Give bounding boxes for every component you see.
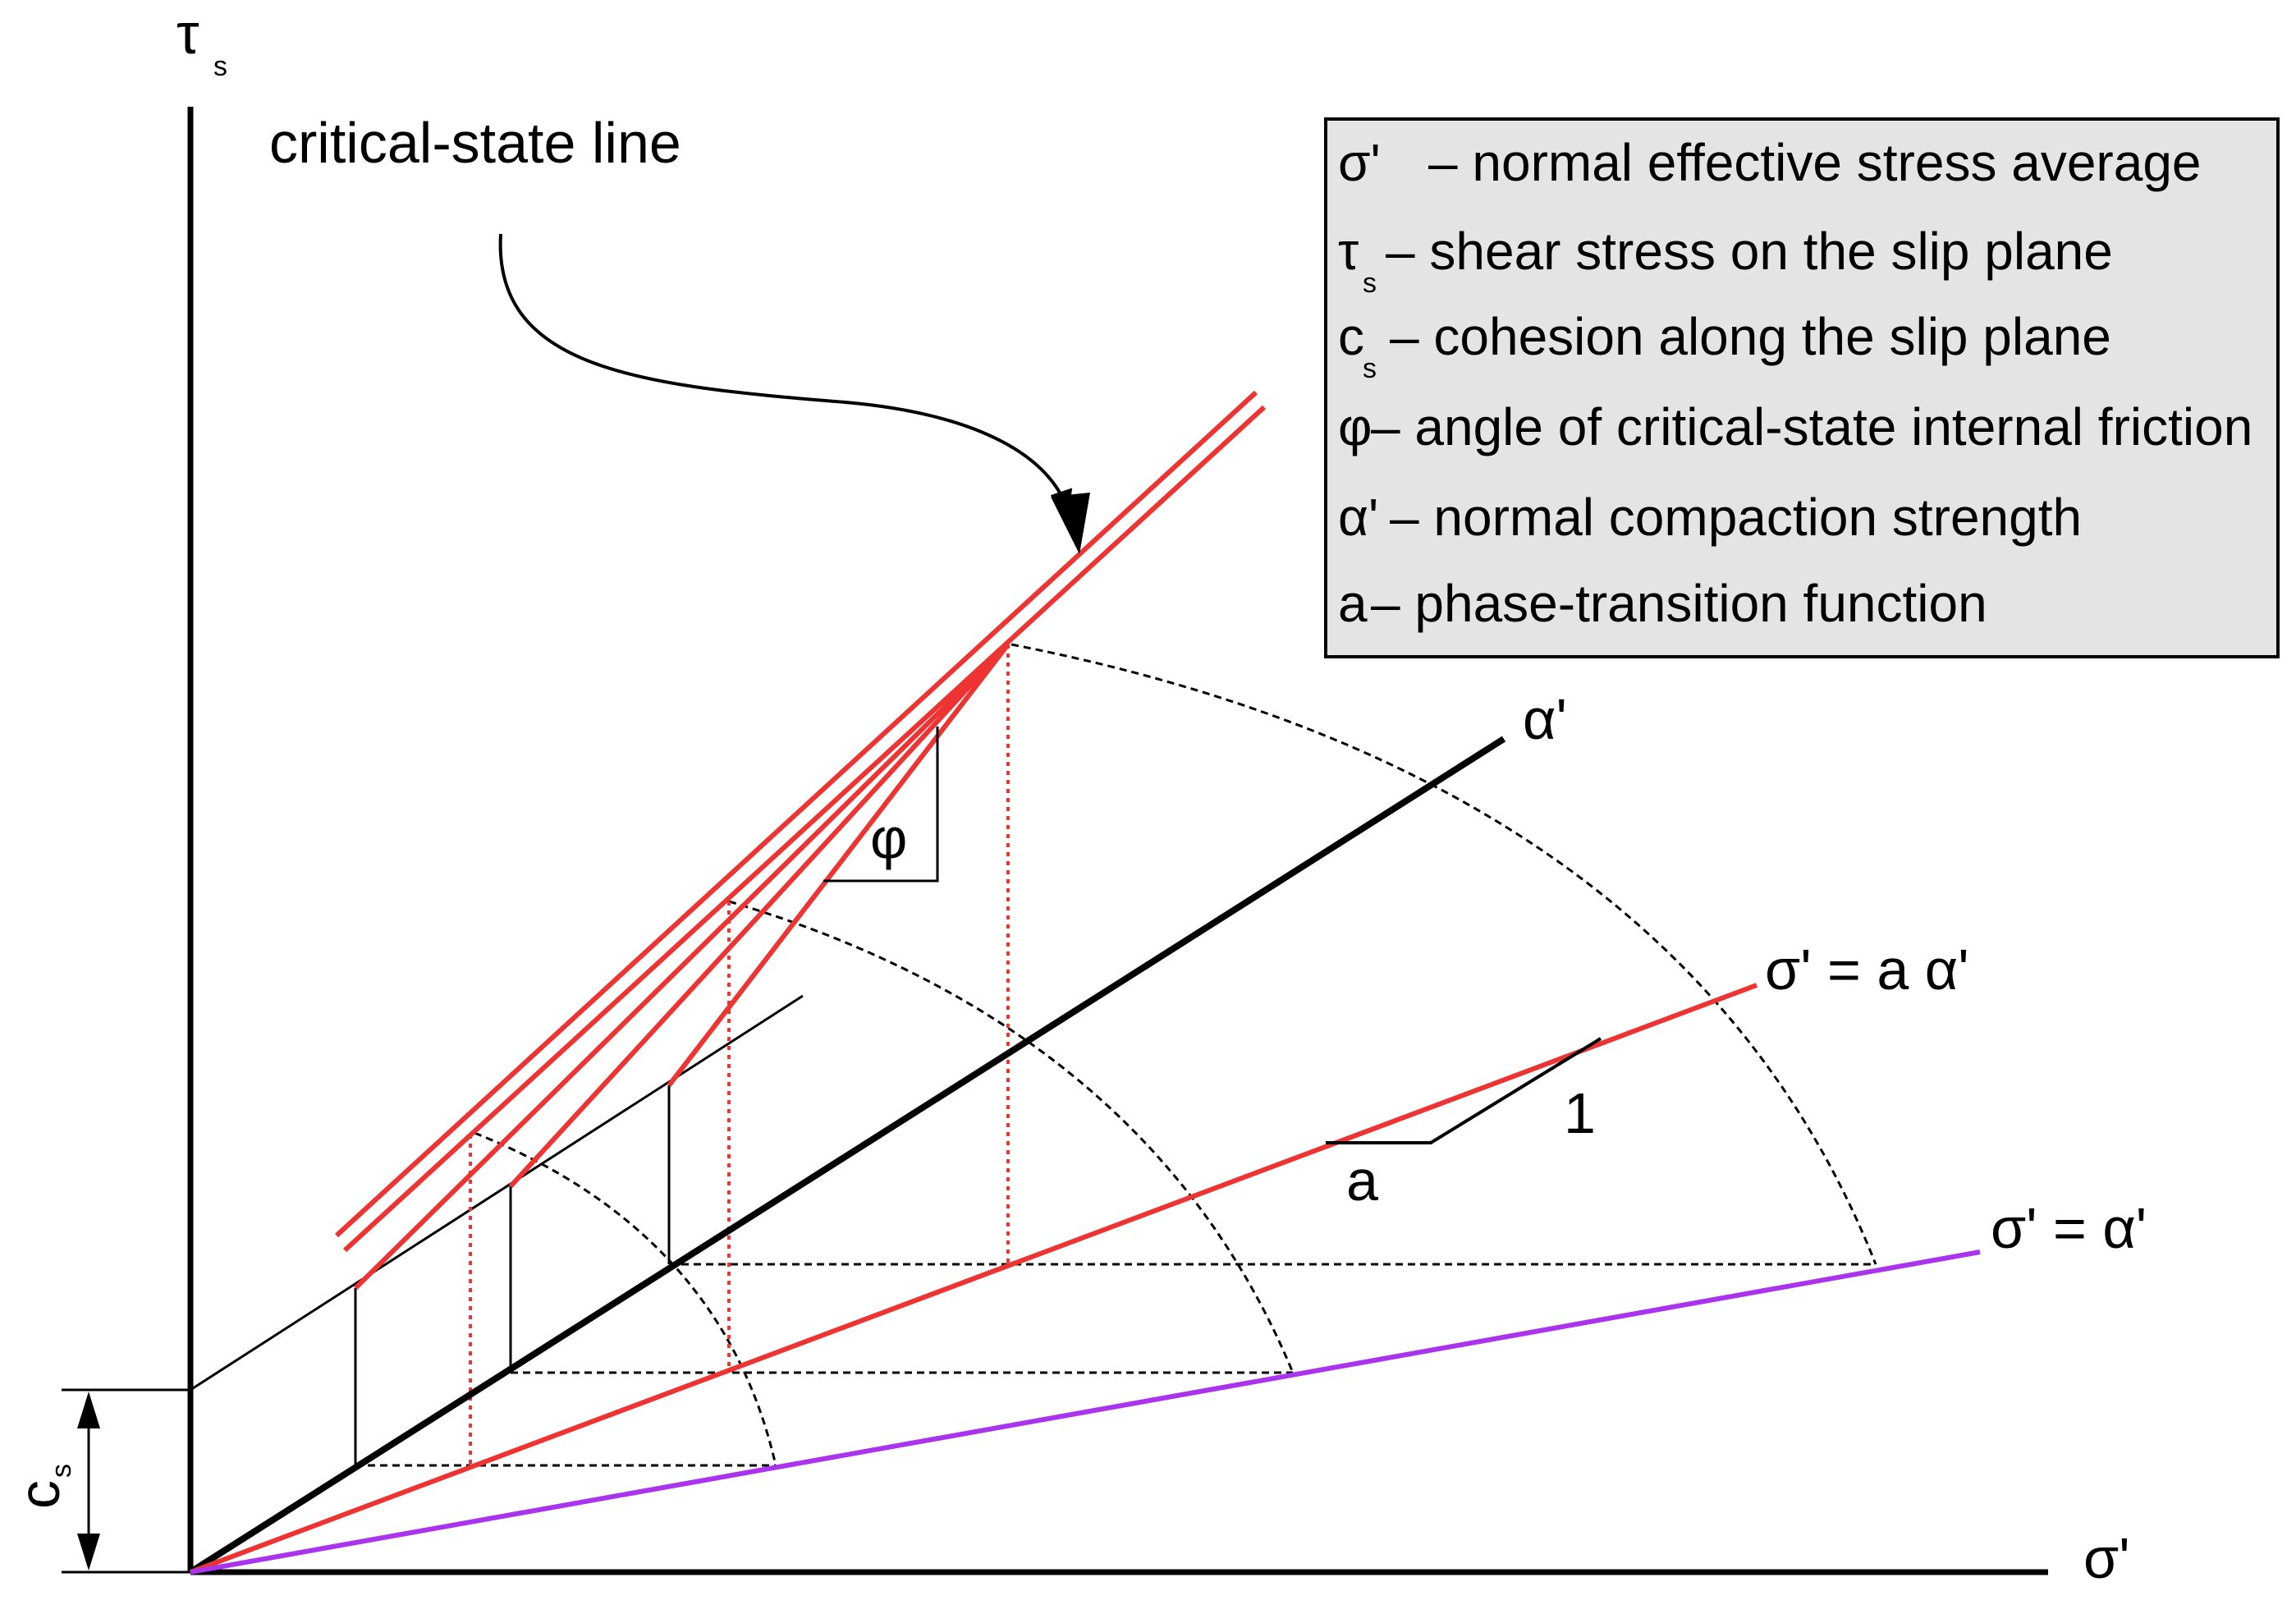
critical-state-line-b (342, 405, 1267, 1253)
legend-symbol-tau-sub: s (1363, 268, 1377, 299)
x-axis-label: σ' (2083, 1526, 2130, 1590)
legend-symbol-sigma: σ' (1338, 133, 1381, 192)
sigma-a-alpha-line (189, 983, 1758, 1575)
slope-one-label: 1 (1564, 1081, 1596, 1145)
legend-box (1324, 117, 2280, 658)
arc-large (1011, 643, 1877, 1265)
slope-triangle (1326, 1037, 1602, 1144)
legend-text-c: – cohesion along the slip plane (1390, 307, 2111, 366)
legend-text-tau: – shear stress on the slip plane (1386, 222, 2113, 281)
red-envelope-3 (667, 643, 1011, 1087)
legend-text-sigma: – normal effective stress average (1428, 133, 2202, 192)
y-axis-label: τ (176, 2, 199, 66)
legend-text-a: – phase-transition function (1371, 574, 1987, 633)
cohesion-arrowhead-up (77, 1392, 100, 1428)
cohesion-label: c (7, 1480, 71, 1509)
legend-symbol-tau: τ (1338, 222, 1359, 281)
cohesion-label-subscript: s (46, 1464, 77, 1478)
sigma-alpha-line (190, 1249, 1981, 1575)
cohesion-arrowhead-down (77, 1534, 100, 1570)
legend-text-alpha: – normal compaction strength (1390, 488, 2082, 547)
sigma-a-alpha-label: σ' = a α' (1765, 938, 1969, 1002)
critical-state-callout: critical-state line (269, 111, 681, 175)
critical-state-line-a (334, 390, 1258, 1238)
callout-arrowhead (1051, 493, 1090, 554)
red-envelope-2 (508, 642, 1011, 1189)
legend-symbol-a: a (1338, 574, 1368, 633)
legend-symbol-alpha: α' (1338, 488, 1378, 547)
phi-label: φ (870, 806, 907, 870)
legend-text-phi: – angle of critical-state internal frict… (1371, 397, 2252, 456)
sigma-alpha-label: σ' = α' (1991, 1196, 2147, 1260)
legend: σ' – normal effective stress average τ s… (1324, 117, 2280, 658)
alpha-line (188, 736, 1506, 1575)
red-envelope-1 (353, 642, 1011, 1291)
legend-symbol-c-sub: s (1363, 353, 1377, 384)
arc-medium (728, 900, 1295, 1373)
legend-symbol-phi: φ (1338, 397, 1373, 456)
alpha-line-label: α' (1523, 687, 1567, 751)
y-axis-label-subscript: s (213, 51, 227, 82)
slope-a-label: a (1346, 1149, 1378, 1213)
callout-arrow (498, 233, 1073, 514)
legend-symbol-c: c (1338, 307, 1364, 366)
phi-triangle (823, 727, 939, 883)
offset-line (190, 994, 804, 1392)
